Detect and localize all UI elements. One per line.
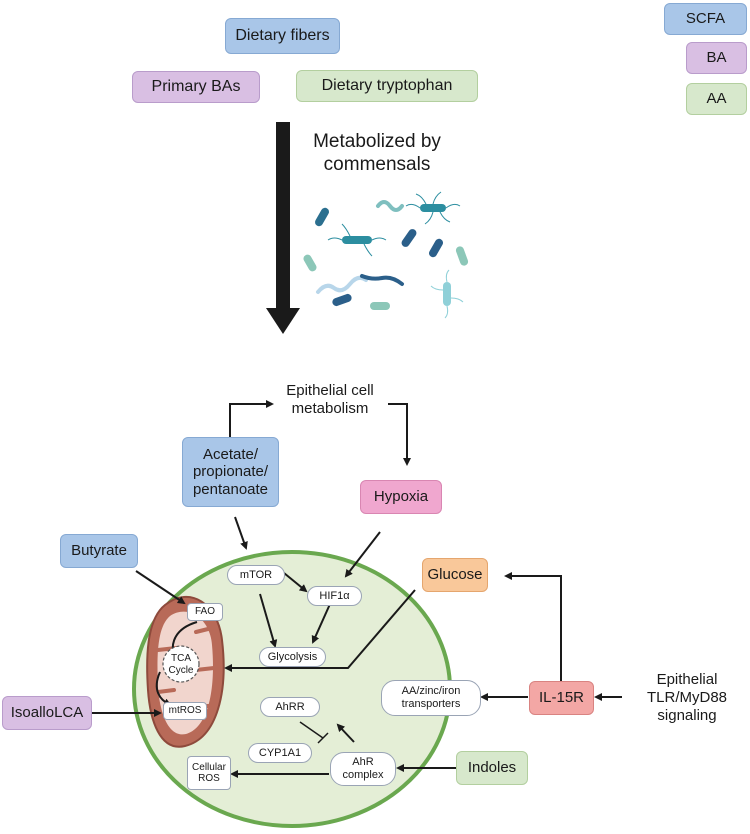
isoallolca-box: IsoalloLCA: [2, 696, 92, 730]
ahr-complex-node: AhR complex: [330, 752, 396, 786]
bacteria-cluster-icon: [303, 191, 469, 319]
il15r-box: IL-15R: [529, 681, 594, 715]
arrow-ahr-to-ahrr: [336, 723, 355, 743]
arrow-hif1a-to-glycolysis: [311, 603, 331, 644]
acetate-box: Acetate/ propionate/ pentanoate: [182, 437, 279, 507]
ahrr-node: AhRR: [260, 697, 320, 717]
arrow-mtor-to-hif1a: [283, 572, 308, 593]
glucose-box: Glucose: [422, 558, 488, 592]
inhibition-ahrr-cyp1a1: [299, 721, 329, 744]
hypoxia-box: Hypoxia: [360, 480, 442, 514]
arrow-acetate-to-metabolism: [229, 400, 274, 437]
indoles-box: Indoles: [456, 751, 528, 785]
tca-label: TCA Cycle: [168, 653, 194, 676]
pathway-arrows: [92, 400, 622, 778]
fao-node: FAO: [187, 603, 223, 621]
epithelial-metabolism-label: Epithelial cell metabolism: [286, 382, 374, 417]
arrow-butyrate-to-fao: [135, 570, 186, 605]
tca-cycle-icon: [162, 645, 200, 683]
cyp1a1-node: CYP1A1: [248, 743, 312, 763]
arrow-il15r-to-glucose: [504, 572, 562, 681]
primary-bas-box: Primary BAs: [132, 71, 260, 103]
mtros-node: mtROS: [163, 702, 207, 720]
glycolysis-node: Glycolysis: [259, 647, 326, 667]
hif1a-node: HIF1α: [307, 586, 362, 606]
cellular-ros-node: Cellular ROS: [187, 756, 231, 790]
legend-aa: AA: [686, 83, 747, 115]
butyrate-box: Butyrate: [60, 534, 138, 568]
arrow-hypoxia-to-hif1a: [344, 531, 381, 578]
dietary-tryptophan-box: Dietary tryptophan: [296, 70, 478, 102]
arrow-glucose-to-tca: [224, 589, 416, 672]
signaling-label: Epithelial TLR/MyD88 signaling: [646, 671, 728, 724]
mtor-node: mTOR: [227, 565, 285, 585]
transporters-node: AA/zinc/iron transporters: [381, 680, 481, 716]
metabolized-label: Metabolized by commensals: [313, 131, 441, 175]
arrow-acetate-to-mtor: [234, 516, 248, 550]
arrow-mtor-to-glycolysis: [259, 593, 278, 648]
main-down-arrow: [266, 122, 300, 334]
legend-ba: BA: [686, 42, 747, 74]
legend-scfa: SCFA: [664, 3, 747, 35]
dietary-fibers-box: Dietary fibers: [225, 18, 340, 54]
arrow-metabolism-to-hypoxia: [388, 403, 411, 466]
